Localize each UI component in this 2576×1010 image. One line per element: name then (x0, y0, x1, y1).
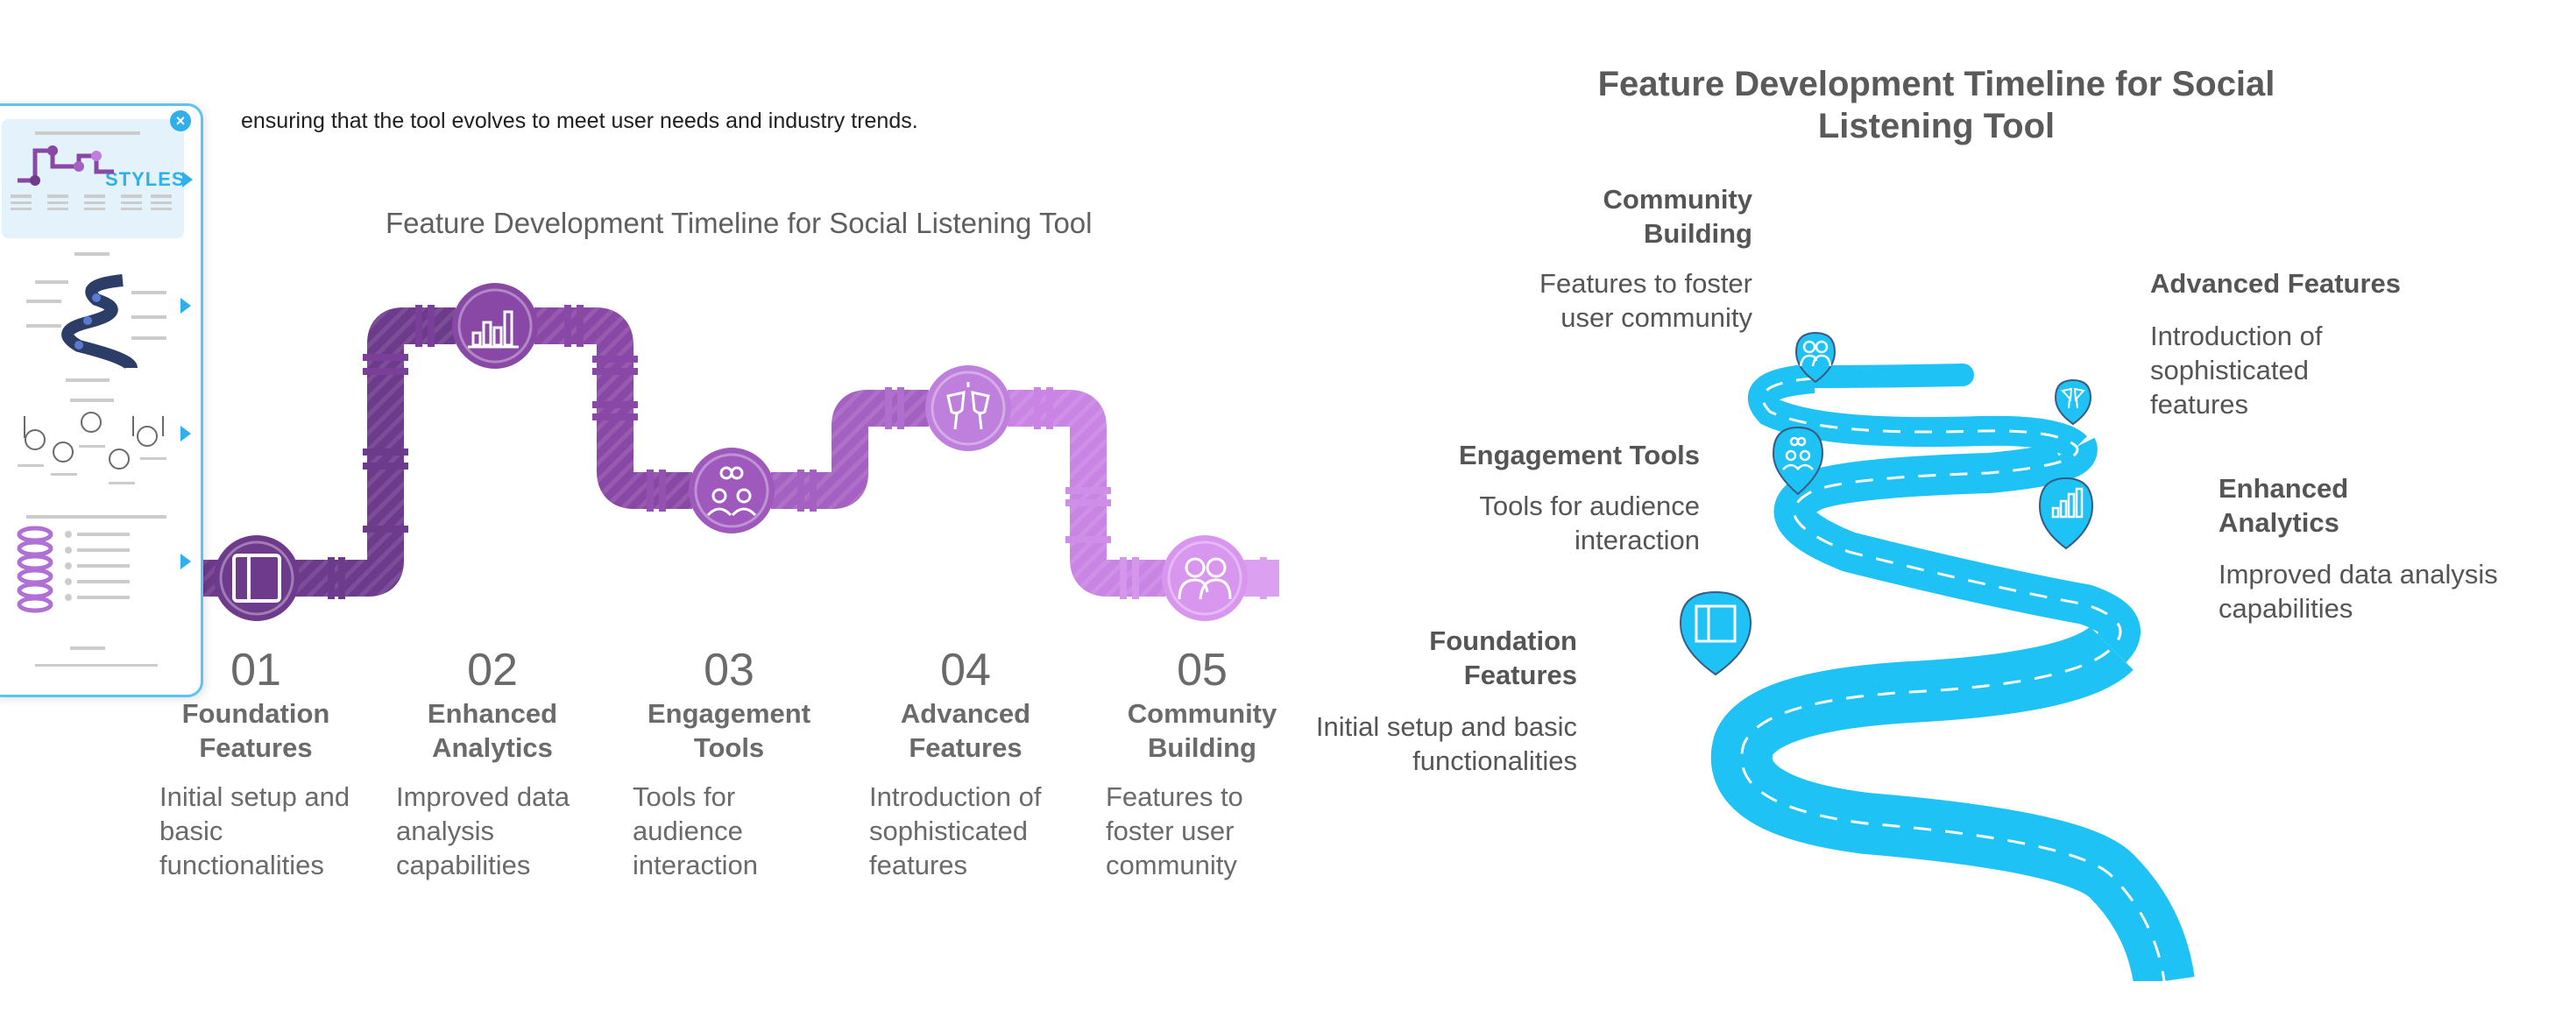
roadmap-stage-title: Foundation Features (1429, 625, 1577, 690)
marker-engagement[interactable] (1772, 426, 1824, 496)
stage-number: 04 (940, 645, 991, 696)
roadmap-stage-desc: Features to foster user community (1539, 268, 1752, 333)
stage-title: Enhanced Analytics (427, 698, 558, 763)
celebration-glasses-icon (2061, 387, 2085, 409)
celebration-glasses-icon (946, 382, 990, 430)
square-panel-icon (232, 554, 281, 603)
pipeline-title: Feature Development Timeline for Social … (386, 207, 1093, 239)
stage-title: Foundation Features (181, 698, 330, 763)
stage-description: Features to foster user community (1106, 781, 1243, 880)
chevron-right-icon[interactable] (180, 298, 191, 314)
stage-node-5[interactable] (1162, 535, 1248, 621)
road-markers (1679, 331, 2094, 676)
bar-chart-icon (468, 310, 519, 349)
stage-node-3[interactable] (689, 448, 775, 533)
stage-description: Improved data analysis capabilities (396, 781, 570, 880)
community-icon (1799, 340, 1832, 367)
stage-number: 02 (467, 645, 518, 696)
roadmap-stage-desc: Introduction of sophisticated features (2150, 321, 2323, 420)
style-option-circles[interactable] (18, 399, 166, 484)
winding-road (1710, 364, 2195, 981)
close-icon[interactable]: × (170, 110, 191, 131)
pipe-flanges (328, 305, 1267, 599)
chevron-right-icon[interactable] (180, 426, 191, 441)
stage-title: Engagement Tools (647, 698, 811, 763)
chevron-right-icon[interactable] (182, 172, 193, 187)
stage-node-2[interactable] (452, 283, 538, 369)
roadmap-stage-title: Advanced Features (2150, 268, 2401, 299)
stage-node-1[interactable] (214, 535, 300, 621)
stage-title: Advanced Features (900, 698, 1031, 763)
stage-description: Tools for audience interaction (633, 781, 759, 880)
people-link-icon (1782, 436, 1814, 470)
chevron-right-icon[interactable] (180, 554, 191, 569)
stage-number: 01 (230, 645, 281, 696)
marker-community[interactable] (1794, 331, 1836, 384)
style-option-road[interactable] (26, 252, 166, 382)
style-thumbnails (11, 131, 172, 667)
stage-number: 03 (704, 645, 754, 696)
styles-label: STYLES (105, 168, 186, 190)
intro-text: ensuring that the tool evolves to meet u… (241, 109, 918, 133)
marker-analytics[interactable] (2038, 477, 2094, 550)
square-panel-icon (1695, 604, 1737, 643)
stage-title: Community Building (1127, 698, 1277, 763)
marker-advanced[interactable] (2054, 378, 2092, 426)
roadmap-stage-title: Enhanced Analytics (2219, 473, 2349, 538)
stage-description: Introduction of sophisticated features (869, 781, 1042, 880)
marker-foundation[interactable] (1679, 590, 1752, 676)
bar-chart-icon (2051, 487, 2084, 519)
style-option-pipe[interactable] (11, 131, 172, 210)
people-link-icon (706, 466, 757, 517)
stage-node-4[interactable] (925, 365, 1011, 451)
pipe-segment-3 (771, 390, 929, 509)
stage-description: Initial setup and basic functionalities (159, 781, 350, 880)
community-icon (1178, 557, 1232, 600)
roadmap-stage-title: Community Building (1603, 184, 1753, 249)
roadmap-title: Feature Development Timeline for Social … (1597, 65, 2275, 145)
roadmap-stage-desc: Improved data analysis capabilities (2219, 559, 2498, 624)
style-option-spring[interactable] (17, 515, 166, 667)
roadmap-stage-desc: Initial setup and basic functionalities (1315, 711, 1577, 776)
roadmap-stage-title: Engagement Tools (1458, 440, 1700, 470)
pipeline-diagram (200, 283, 1279, 621)
stage-number: 05 (1177, 645, 1228, 696)
roadmap-stage-desc: Tools for audience interaction (1479, 491, 1700, 555)
